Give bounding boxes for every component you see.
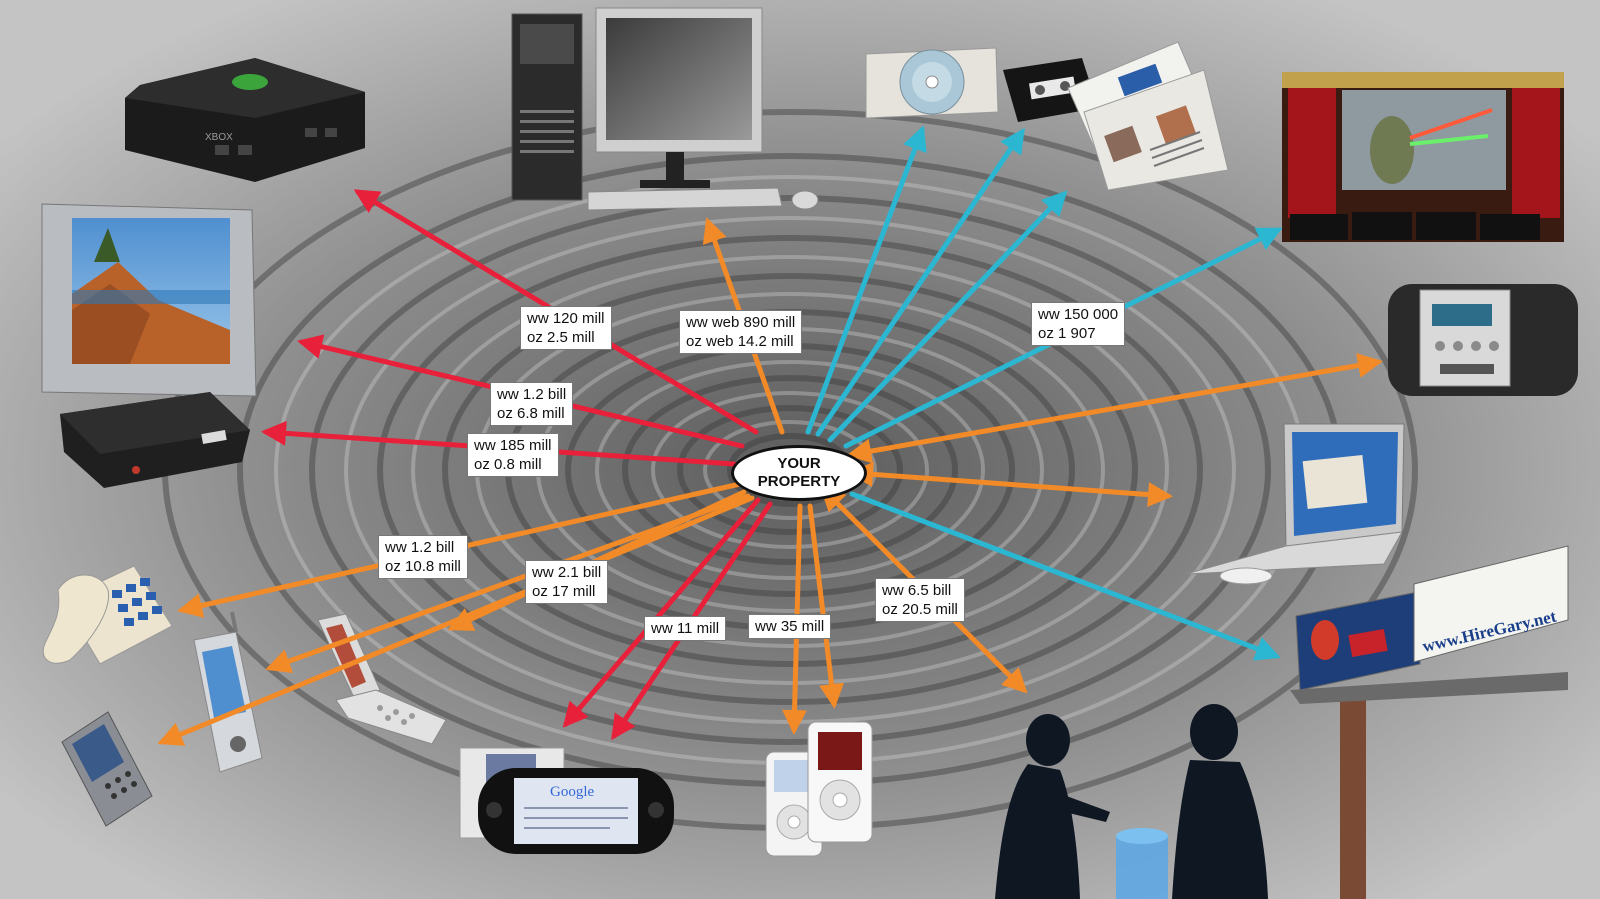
newspaper-icon — [1067, 41, 1229, 191]
smartphone-icon — [61, 711, 153, 827]
label-mobile-line2: oz 17 mill — [532, 583, 596, 600]
your-property-node: YOUR PROPERTY — [731, 445, 867, 501]
label-computer: ww web 890 mill oz web 14.2 mill — [680, 311, 802, 353]
label-tv-line1: ww 1.2 bill — [497, 386, 567, 403]
arrow-to-vhs — [815, 127, 1025, 437]
flip-phone-icon — [317, 613, 447, 745]
label-landline-line1: ww 1.2 bill — [385, 539, 455, 556]
cinema-screen-icon — [1282, 72, 1564, 242]
arrow-to-pda — [265, 493, 751, 673]
billboard-icon: www.HireGary.net — [1290, 545, 1569, 899]
label-handheld-line1: ww 11 mill — [651, 620, 720, 637]
psp-icon: Google — [459, 747, 674, 854]
label-cinema: ww 150 000 oz 1 907 — [1032, 303, 1125, 345]
google-screen-text: Google — [550, 784, 595, 800]
arrow-to-disc — [805, 125, 927, 435]
label-console: ww 120 mill oz 2.5 mill — [521, 307, 611, 349]
label-wordofmouth-line2: oz 20.5 mill — [882, 601, 958, 618]
pda-icon — [193, 611, 263, 773]
label-wordofmouth: ww 6.5 bill oz 20.5 mill — [876, 579, 964, 621]
arrow-to-psp-1 — [562, 497, 761, 728]
arrow-to-billboard — [849, 491, 1281, 661]
label-cinema-line2: oz 1 907 — [1038, 325, 1096, 342]
label-settop-line1: ww 185 mill — [474, 437, 552, 454]
crt-tv-icon — [41, 203, 257, 397]
arrow-to-smartphone — [157, 495, 755, 746]
xbox-console-icon: XBOX — [125, 58, 365, 182]
label-settop: ww 185 mill oz 0.8 mill — [468, 434, 558, 476]
label-tv: ww 1.2 bill oz 6.8 mill — [491, 383, 573, 425]
cd-dvd-icon — [865, 47, 999, 119]
settop-box-icon — [60, 392, 250, 488]
vhs-tape-icon — [1003, 58, 1098, 122]
ipod-icon — [765, 721, 873, 857]
label-console-line2: oz 2.5 mill — [527, 329, 595, 346]
label-wordofmouth-line1: ww 6.5 bill — [882, 582, 952, 599]
label-settop-line2: oz 0.8 mill — [474, 456, 542, 473]
label-cinema-line1: ww 150 000 — [1038, 306, 1119, 323]
label-computer-line1: ww web 890 mill — [686, 314, 796, 331]
arrow-to-newspaper — [827, 190, 1068, 443]
desktop-pc-icon — [511, 7, 819, 211]
label-landline: ww 1.2 bill oz 10.8 mill — [379, 536, 467, 578]
label-landline-line2: oz 10.8 mill — [385, 558, 461, 575]
label-mobile: ww 2.1 bill oz 17 mill — [526, 561, 608, 603]
label-mobile-line1: ww 2.1 bill — [532, 564, 602, 581]
center-line-1: YOUR — [777, 455, 821, 472]
xbox-logo-text: XBOX — [205, 132, 233, 143]
people-silhouette-icon — [995, 704, 1268, 899]
radio-boombox-icon — [1388, 284, 1578, 396]
label-mp3-line1: ww 35 mill — [755, 618, 825, 635]
arrow-to-radio — [846, 353, 1383, 464]
label-mp3: ww 35 mill — [749, 615, 831, 638]
center-line-2: PROPERTY — [757, 473, 841, 490]
telephone-icon — [42, 565, 173, 665]
label-console-line1: ww 120 mill — [527, 310, 605, 327]
label-handheld: ww 11 mill — [645, 617, 726, 640]
label-tv-line2: oz 6.8 mill — [497, 405, 565, 422]
label-computer-line2: oz web 14.2 mill — [686, 333, 794, 350]
arrow-to-laptop — [848, 461, 1173, 508]
